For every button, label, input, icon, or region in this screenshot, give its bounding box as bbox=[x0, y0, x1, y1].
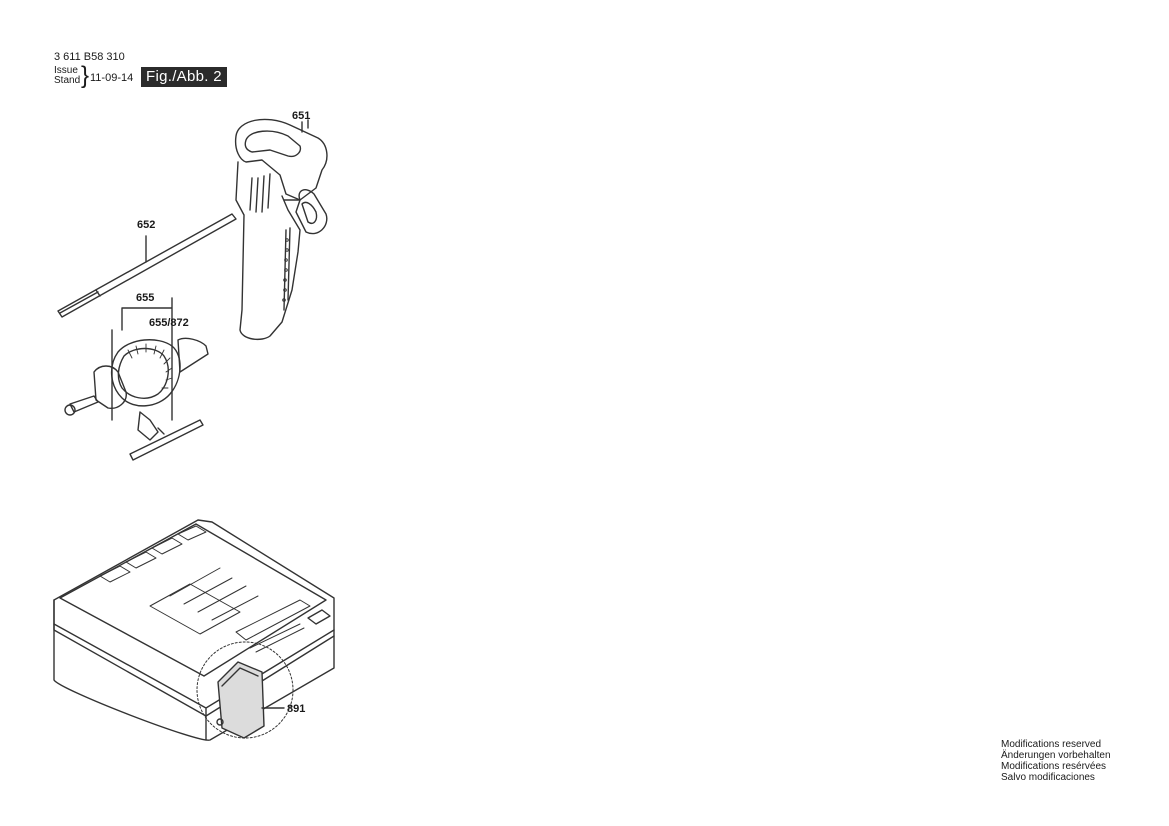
issue-date: 11-09-14 bbox=[90, 72, 134, 84]
part-number-891: 891 bbox=[287, 703, 306, 715]
figure-label: Fig./Abb. 2 bbox=[141, 67, 227, 87]
brace-glyph: } bbox=[81, 62, 90, 89]
chuck-assembly-icon bbox=[64, 297, 209, 461]
footer-line-de: Änderungen vorbehalten bbox=[1001, 750, 1111, 761]
part-number-655: 655 bbox=[136, 292, 155, 304]
part-number-651: 651 bbox=[292, 110, 311, 122]
side-handle-icon bbox=[234, 118, 328, 341]
part-number-655-872: 655/872 bbox=[149, 317, 189, 329]
document-number: 3 611 B58 310 bbox=[54, 51, 125, 63]
carrying-case-icon bbox=[53, 519, 335, 741]
depth-stop-rod-icon bbox=[57, 213, 237, 318]
footer-line-es: Salvo modificaciones bbox=[1001, 772, 1095, 783]
issue-label: Issue bbox=[54, 65, 78, 76]
part-number-652: 652 bbox=[137, 219, 156, 231]
issue-labels: Issue Stand bbox=[54, 66, 80, 86]
stand-label: Stand bbox=[54, 75, 81, 86]
footer-line-fr: Modifications resérvées bbox=[1001, 761, 1107, 772]
modifications-notice: Modifications reserved Änderungen vorbeh… bbox=[1001, 739, 1111, 783]
footer-line-en: Modifications reserved bbox=[1001, 739, 1102, 750]
